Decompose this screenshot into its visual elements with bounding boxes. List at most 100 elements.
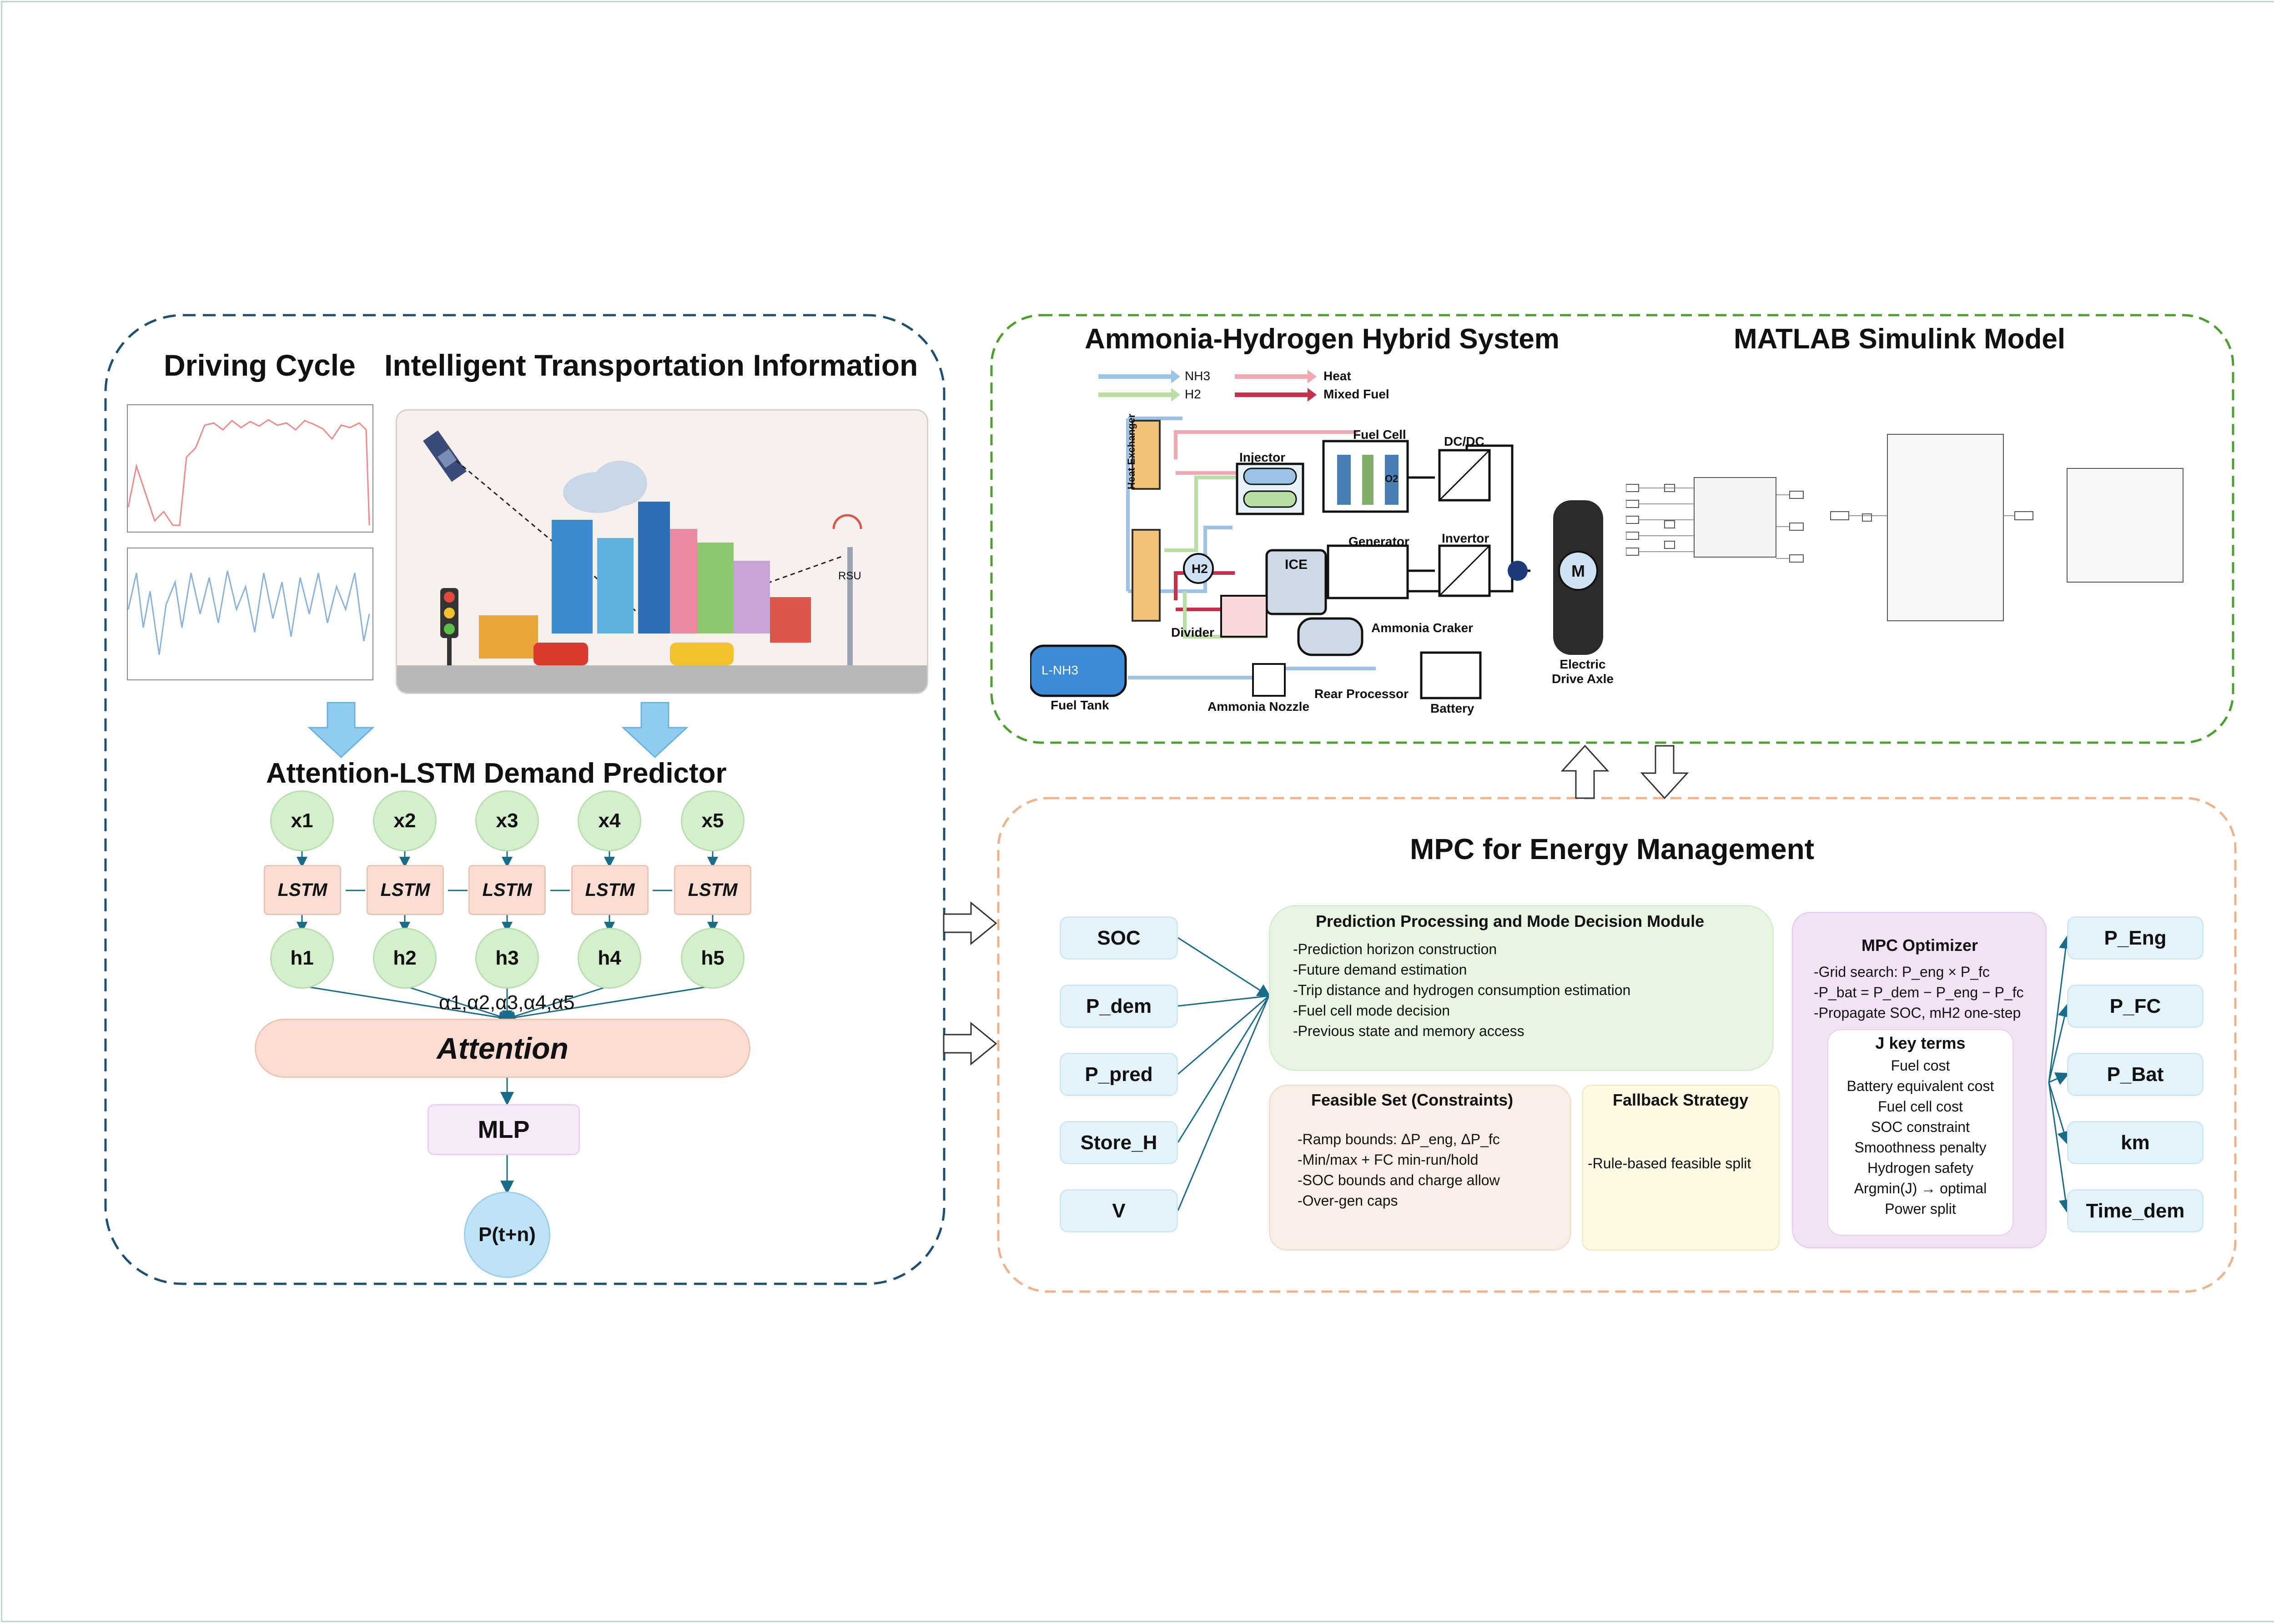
- mpc-optimizer-box: MPC Optimizer -Grid search: P_eng × P_fc…: [1792, 912, 2047, 1248]
- j-term-2: Battery equivalent cost: [1846, 1078, 1994, 1094]
- lstm-cell-4: LSTM: [571, 865, 649, 915]
- generator-label: Generator: [1348, 534, 1409, 548]
- mpc-output-p-fc: P_FC: [2067, 985, 2204, 1028]
- j-key-terms-lines: Fuel cost Battery equivalent cost Fuel c…: [1828, 1056, 2012, 1219]
- optimizer-line-2: -P_bat = P_dem − P_eng − P_fc: [1814, 984, 2024, 1001]
- legend-nh3: NH3: [1185, 369, 1211, 383]
- system-title: Ammonia-Hydrogen Hybrid System: [1085, 323, 1560, 355]
- mpc-input-p-dem: P_dem: [1060, 985, 1178, 1028]
- output-node-p: P(t+n): [464, 1192, 550, 1278]
- optimizer-line-1: -Grid search: P_eng × P_fc: [1814, 964, 1990, 980]
- invertor-label: Invertor: [1442, 531, 1489, 545]
- o2-label: O2: [1385, 473, 1399, 484]
- fallback-lines: -Rule-based feasible split: [1588, 1153, 1751, 1174]
- mpc-output-p-eng: P_Eng: [2067, 916, 2204, 960]
- mpc-input-v: V: [1060, 1189, 1178, 1232]
- divider-label: Divider: [1171, 625, 1214, 639]
- simulink-title: MATLAB Simulink Model: [1734, 323, 2066, 355]
- mpc-input-p-pred: P_pred: [1060, 1053, 1178, 1096]
- optimizer-line-3: -Propagate SOC, mH2 one-step: [1814, 1005, 2021, 1021]
- rear-processor-label: Rear Processor: [1314, 687, 1409, 701]
- rsu-label: RSU: [838, 570, 861, 582]
- lstm-cell-5: LSTM: [674, 865, 751, 915]
- j-term-7: Argmin(J) → optimal: [1854, 1180, 1987, 1197]
- mpc-optimizer-lines: -Grid search: P_eng × P_fc -P_bat = P_de…: [1814, 962, 2024, 1023]
- j-key-terms-title: J key terms: [1875, 1034, 1966, 1052]
- drive-axle-label: Electric Drive Axle: [1552, 657, 1614, 686]
- lstm-cell-2: LSTM: [367, 865, 444, 915]
- mpc-input-store-h: Store_H: [1060, 1121, 1178, 1164]
- fallback-line-1: -Rule-based feasible split: [1588, 1155, 1751, 1171]
- feasible-line-2: -Min/max + FC min-run/hold: [1298, 1151, 1479, 1168]
- simulink-model-preview: [1626, 432, 2190, 623]
- prediction-line-1: -Prediction horizon construction: [1293, 941, 1497, 957]
- input-node-x1: x1: [270, 790, 334, 851]
- feasible-line-4: -Over-gen caps: [1298, 1192, 1398, 1209]
- legend-h2: H2: [1185, 387, 1201, 401]
- mpc-title: MPC for Energy Management: [1410, 833, 1815, 865]
- legend-mixed-fuel: Mixed Fuel: [1323, 387, 1389, 401]
- j-term-1: Fuel cost: [1891, 1057, 1950, 1074]
- driving-cycle-title: Driving Cycle: [164, 348, 356, 382]
- hidden-node-h3: h3: [475, 928, 539, 989]
- predictor-title: Attention-LSTM Demand Predictor: [266, 758, 727, 789]
- j-term-6: Hydrogen safety: [1867, 1160, 1973, 1176]
- input-node-x3: x3: [475, 790, 539, 851]
- fallback-title: Fallback Strategy: [1613, 1091, 1749, 1109]
- attention-weights-label: α1,α2,α3,α4,α5: [439, 991, 575, 1014]
- input-node-x4: x4: [578, 790, 641, 851]
- feasible-line-3: -SOC bounds and charge allow: [1298, 1172, 1500, 1188]
- feasible-set-title: Feasible Set (Constraints): [1311, 1091, 1514, 1109]
- input-node-x5: x5: [681, 790, 745, 851]
- feasible-set-box: Feasible Set (Constraints) -Ramp bounds:…: [1269, 1085, 1571, 1251]
- prediction-line-3: -Trip distance and hydrogen consumption …: [1293, 982, 1631, 998]
- injector-label: Injector: [1239, 450, 1286, 464]
- driving-cycle-power-plot: [118, 546, 375, 684]
- hidden-node-h2: h2: [373, 928, 437, 989]
- ice-label: ICE: [1285, 557, 1308, 572]
- hidden-node-h4: h4: [578, 928, 641, 989]
- ammonia-nozzle-label: Ammonia Nozzle: [1207, 699, 1310, 714]
- attention-block: Attention: [255, 1019, 750, 1078]
- lstm-cell-1: LSTM: [264, 865, 341, 915]
- system-legend: NH3 H2 Heat Mixed Fuel: [1098, 366, 1417, 402]
- j-term-5: Smoothness penalty: [1854, 1139, 1987, 1156]
- input-node-x2: x2: [373, 790, 437, 851]
- prediction-line-5: -Previous state and memory access: [1293, 1023, 1524, 1039]
- prediction-module-lines: -Prediction horizon construction -Future…: [1293, 939, 1630, 1041]
- feasible-line-1: -Ramp bounds: ΔP_eng, ΔP_fc: [1298, 1131, 1500, 1147]
- mpc-output-p-bat: P_Bat: [2067, 1053, 2204, 1096]
- prediction-module: Prediction Processing and Mode Decision …: [1269, 905, 1774, 1071]
- its-illustration: RSU: [396, 409, 928, 694]
- mpc-optimizer-title: MPC Optimizer: [1861, 936, 1978, 955]
- driving-cycle-speed-plot: [118, 402, 375, 539]
- j-term-4: SOC constraint: [1871, 1119, 1970, 1135]
- heat-exchanger-label: Heat Exchanger: [1126, 413, 1137, 490]
- lnh3-label: L-NH3: [1041, 663, 1078, 677]
- fuel-cell-label: Fuel Cell: [1353, 427, 1406, 442]
- fallback-box: Fallback Strategy -Rule-based feasible s…: [1582, 1085, 1780, 1251]
- j-term-3: Fuel cell cost: [1878, 1098, 1963, 1115]
- feasible-set-lines: -Ramp bounds: ΔP_eng, ΔP_fc -Min/max + F…: [1298, 1129, 1500, 1211]
- prediction-line-4: -Fuel cell mode decision: [1293, 1002, 1450, 1019]
- h2-bubble-label: H2: [1192, 562, 1208, 576]
- legend-heat: Heat: [1323, 369, 1351, 383]
- satellite-icon: [423, 430, 467, 482]
- mpc-input-soc: SOC: [1060, 916, 1178, 960]
- hidden-node-h5: h5: [681, 928, 745, 989]
- fuel-tank-label: Fuel Tank: [1051, 698, 1109, 712]
- lstm-cell-3: LSTM: [468, 865, 546, 915]
- mpc-output-km: km: [2067, 1121, 2204, 1164]
- j-term-8: Power split: [1885, 1201, 1956, 1217]
- battery-label: Battery: [1430, 701, 1474, 715]
- hidden-node-h1: h1: [270, 928, 334, 989]
- prediction-module-title: Prediction Processing and Mode Decision …: [1316, 912, 1705, 930]
- output-node-label: P(t+n): [478, 1223, 536, 1246]
- motor-label: M: [1571, 562, 1585, 580]
- mlp-block: MLP: [428, 1104, 580, 1155]
- ammonia-craker-label: Ammonia Craker: [1371, 621, 1474, 635]
- j-key-terms-box: J key terms Fuel cost Battery equivalent…: [1827, 1029, 2013, 1236]
- ammonia-hydrogen-schematic: Heat Exchanger Injector Fuel Cell DC/DC …: [1030, 405, 1617, 723]
